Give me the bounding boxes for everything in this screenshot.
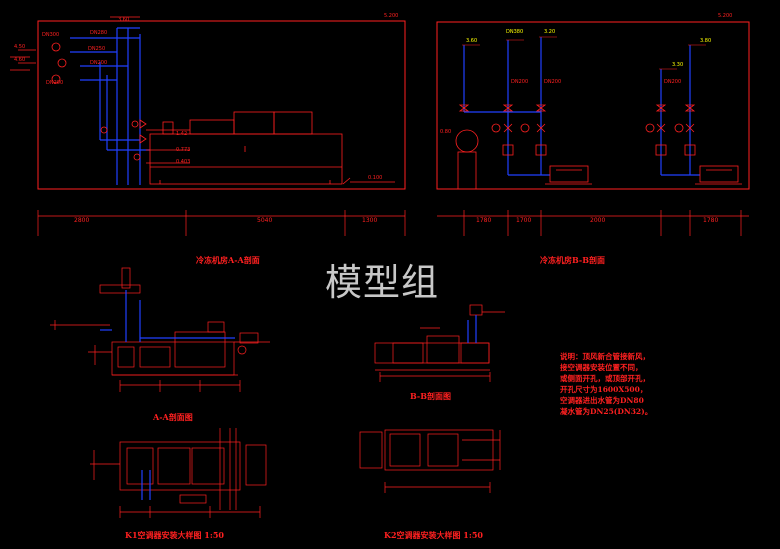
caption-section-b-b: 冷冻机房B-B剖面 [540,255,605,265]
pipe-label: DN200 [544,79,562,85]
dimension-value: 2000 [590,217,606,224]
caption-aa-detail: A-A剖面图 [153,412,193,422]
elevation-tag: 3.60 [466,38,478,44]
elevation-mid-1: 1.42 [176,131,188,137]
dimension-value: 5040 [257,217,273,224]
section-b-b-frame [436,21,750,190]
elevation-label-1: 4.50 [14,44,26,50]
caption-k2-detail: K2空调器安装大样图 1:50 [384,530,483,540]
dimension-value: 1300 [362,217,378,224]
elevation-tank: 0.80 [440,129,452,135]
elevation-label-2: 4.60 [14,57,26,63]
elevation-top-right-frame: 5.200 [718,13,733,19]
caption-k1-detail: K1空调器安装大样图 1:50 [125,530,224,540]
pipe-label: DN200 [46,80,64,86]
watermark-text: 模型组 [325,261,439,304]
elevation-top-left-frame: 5.200 [384,13,399,19]
section-a-a-frame [10,16,406,190]
k2-detail-drawing [359,429,501,493]
pipe-label: DN300 [42,32,60,38]
elevation-tag: 3.30 [672,62,684,68]
elevation-label-3: 3.60 [118,17,130,23]
elevation-mid-2: 0.773 [176,147,191,153]
dimension-value: 2800 [74,217,90,224]
elevation-tag: 3.80 [700,38,712,44]
note-line: 或侧面开孔，或顶部开孔， [560,374,650,383]
elevation-base: 0.100 [368,175,383,181]
pipe-label: DN200 [90,60,108,66]
pipe-label: DN200 [511,79,529,85]
aa-section-drawing [50,267,270,392]
k1-detail-drawing [90,428,267,518]
elevation-tag: 3.20 [544,29,556,35]
note-line: 说明：顶风新合管接新风， [560,352,650,361]
design-notes: 说明：顶风新合管接新风， 接空调器安装位置不同， 或侧面开孔，或顶部开孔， 开孔… [560,351,652,417]
pipe-label: DN200 [664,79,682,85]
note-line: 空调器进出水管为DN80 [560,396,644,405]
dimension-value: 1700 [516,217,532,224]
dimension-lines [37,210,749,236]
elevation-tag: DN380 [506,29,524,35]
caption-bb-detail: B-B剖面图 [410,391,451,401]
dimension-value: 1780 [703,217,719,224]
pipe-label: DN250 [88,46,106,52]
bb-section-drawing [374,304,505,382]
note-line: 开孔尺寸为1600X500， [560,385,648,394]
caption-section-a-a: 冷冻机房A-A剖面 [196,255,260,265]
dimension-value: 1780 [476,217,492,224]
elevation-mid-3: 0.403 [176,159,191,165]
pipe-label: DN280 [90,30,108,36]
note-line: 接空调器安装位置不同， [560,363,643,372]
note-line: 凝水管为DN25(DN32)。 [560,407,653,416]
